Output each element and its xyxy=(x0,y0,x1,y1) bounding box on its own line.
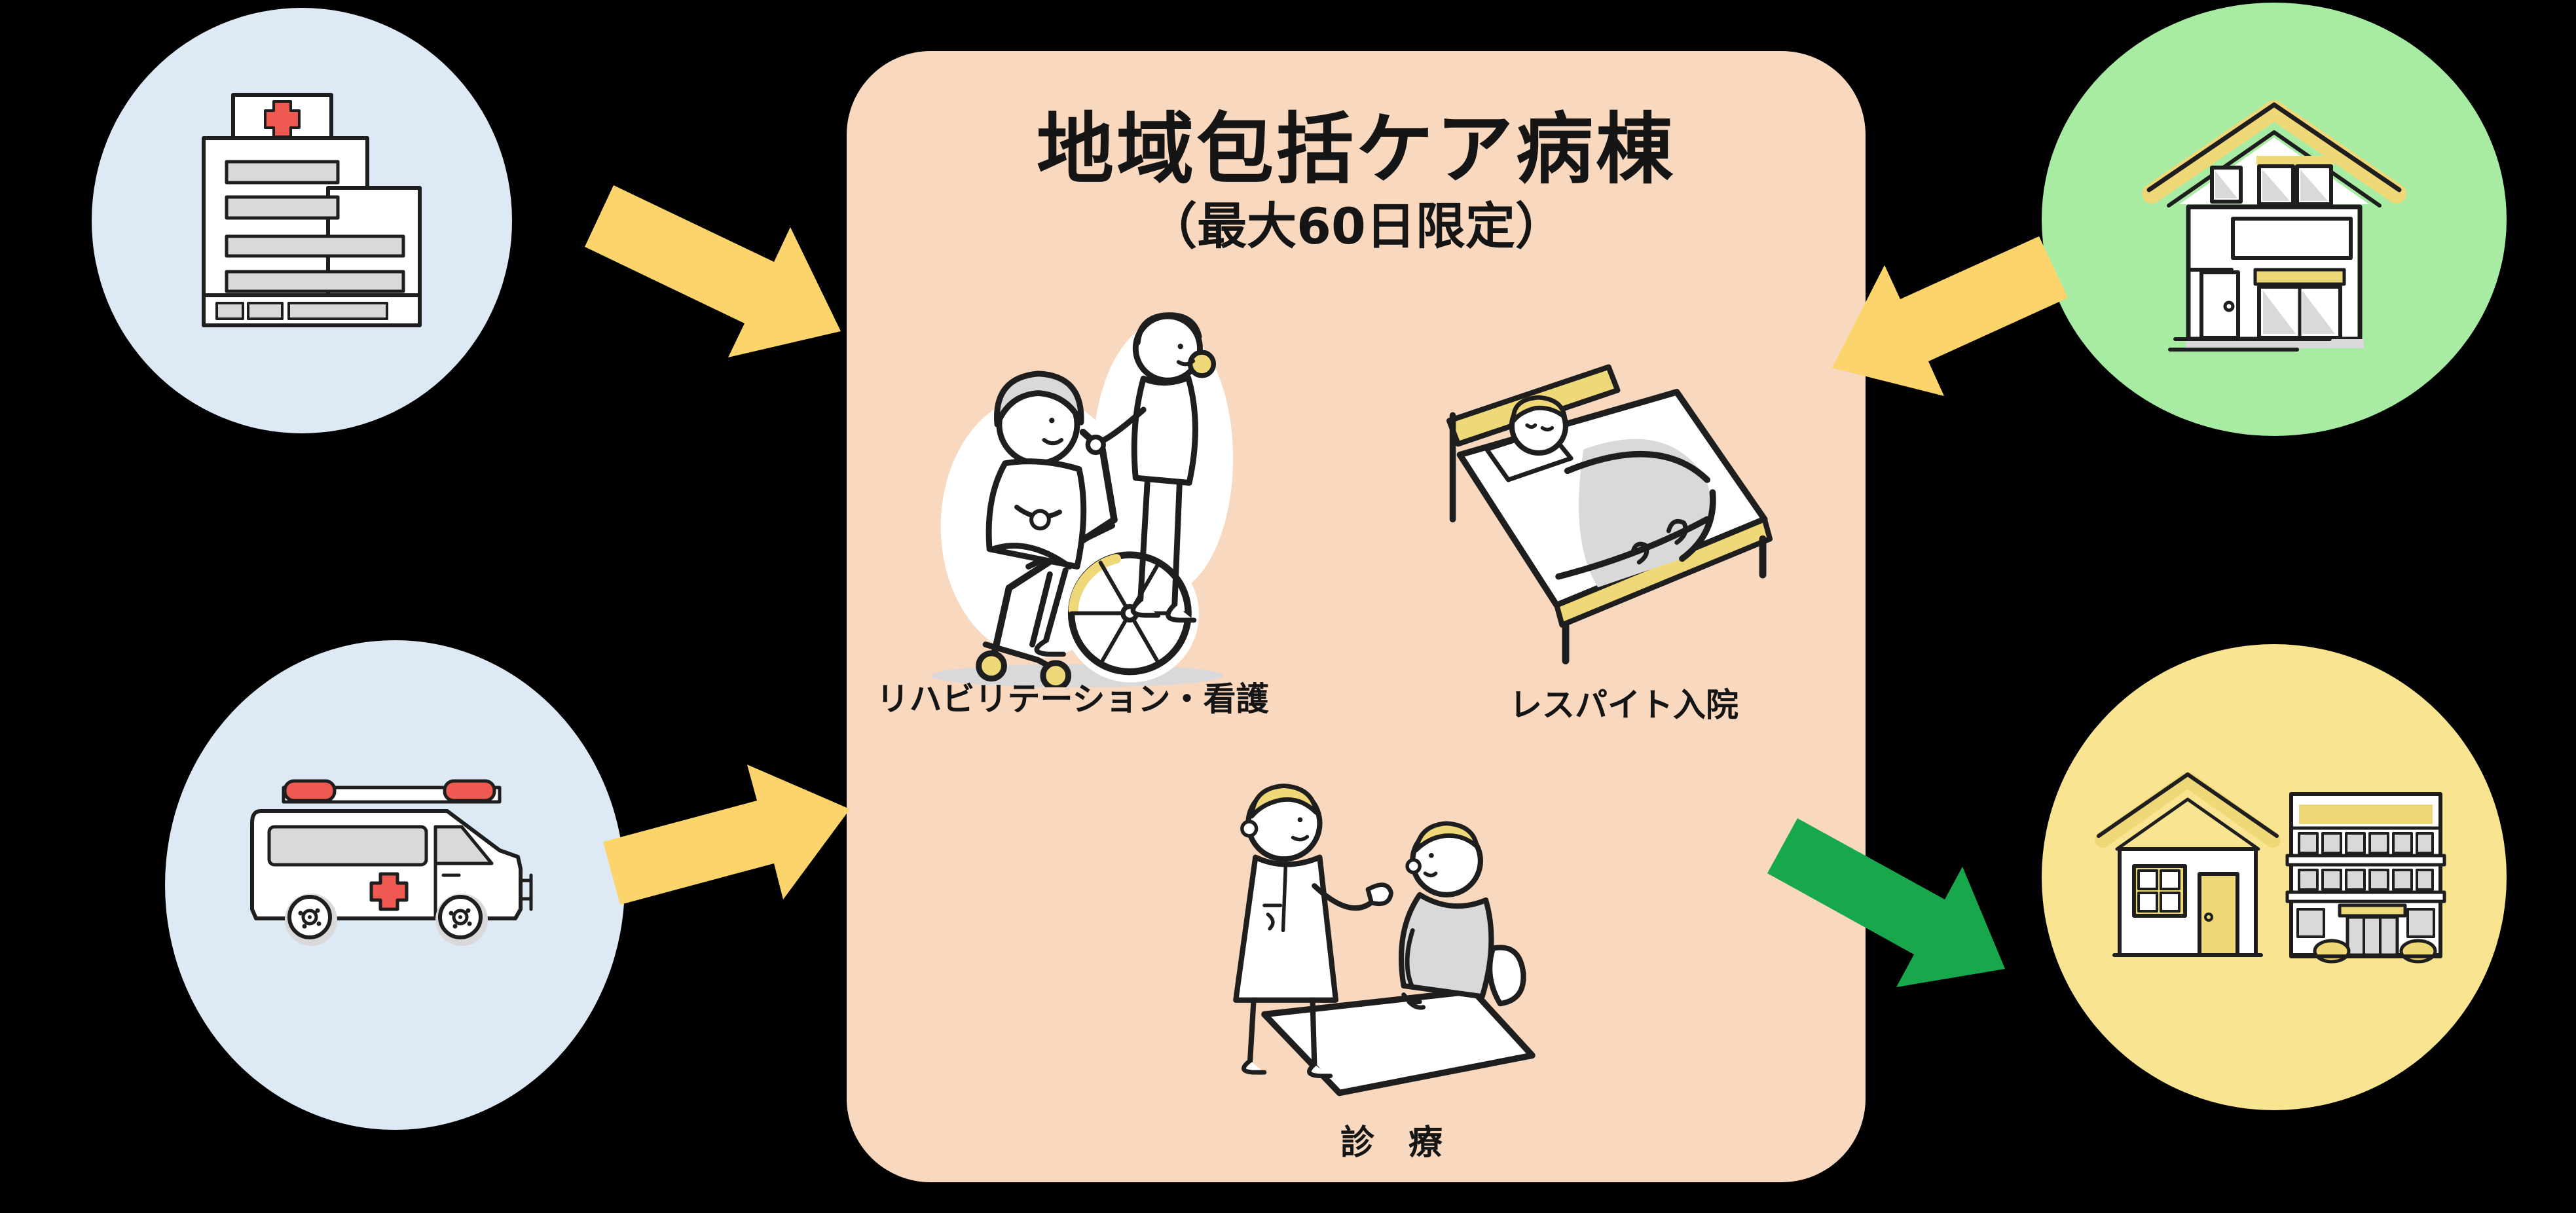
consult-label: 診 療 xyxy=(1340,1123,1443,1163)
wheel-icon xyxy=(435,894,488,946)
nurse-figure xyxy=(1085,312,1217,623)
doctor-figure xyxy=(1233,784,1393,1079)
small-house-icon xyxy=(2095,772,2281,957)
house-icon xyxy=(2142,100,2406,352)
rehab-label: リハビリテーション・看護 xyxy=(876,680,1269,718)
blanket-icon xyxy=(1555,439,1716,588)
panel-title: 地域包括ケア病棟 xyxy=(1036,104,1676,194)
facility-building-icon xyxy=(2285,792,2446,964)
red-cross-icon xyxy=(369,872,409,911)
sleeping-person-figure xyxy=(1509,395,1569,456)
emergency-light-icon xyxy=(283,779,337,803)
home-circle xyxy=(2042,3,2507,436)
care-ward-panel: 地域包括ケア病棟 （最大60日限定） xyxy=(847,51,1866,1182)
bush-icon xyxy=(2399,939,2437,964)
arrow-hospital-to-ward xyxy=(585,185,841,357)
wheel-icon xyxy=(285,894,337,946)
patient-figure xyxy=(1399,821,1526,1010)
doctor-patient-illustration xyxy=(1233,784,1536,1096)
emergency-light-icon xyxy=(443,779,496,803)
ambulance-circle xyxy=(165,640,625,1130)
elderly-person-figure xyxy=(985,371,1087,657)
ambulance-icon xyxy=(250,779,533,946)
house-and-facility-icon xyxy=(2095,772,2446,964)
exam-bed-icon xyxy=(1261,988,1536,1096)
hospital-circle xyxy=(92,8,512,433)
respite-label: レスパイト入院 xyxy=(1509,686,1739,724)
hospital-building-icon xyxy=(202,93,422,327)
arrow-home-to-ward xyxy=(1832,236,2068,396)
wheelchair-nurse-illustration xyxy=(930,312,1234,687)
patient-in-bed-illustration xyxy=(1446,364,1773,664)
community-circle xyxy=(2042,644,2507,1110)
arrow-ambulance-to-ward xyxy=(603,765,850,905)
bush-icon xyxy=(2313,939,2351,964)
panel-subtitle: （最大60日限定） xyxy=(1147,197,1565,255)
